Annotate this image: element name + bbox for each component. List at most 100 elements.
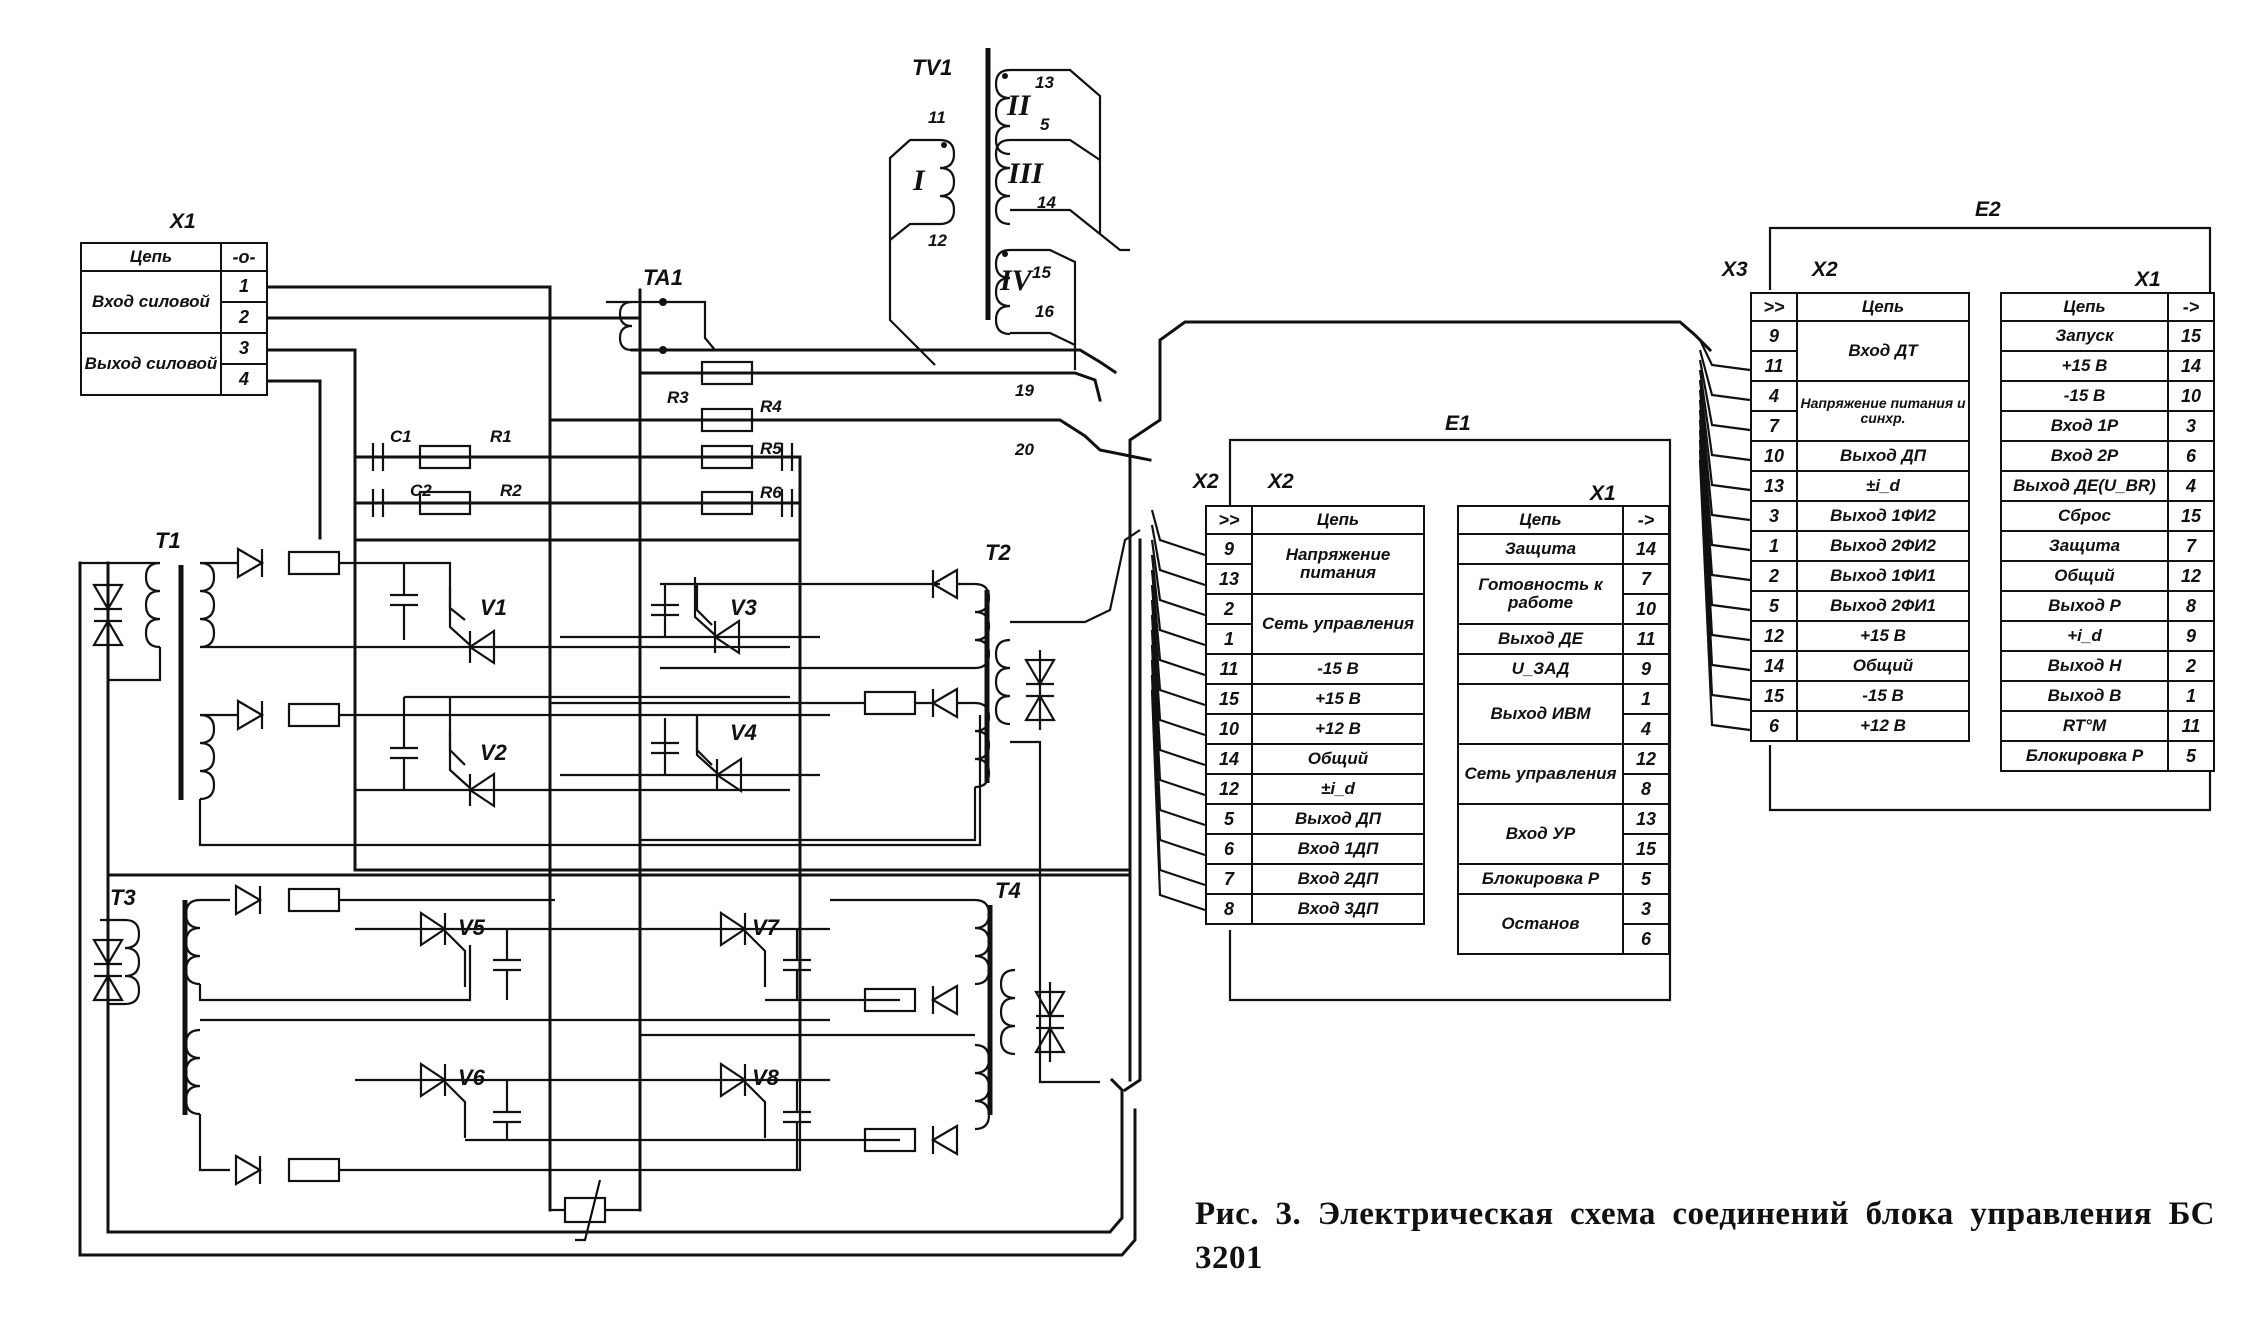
e1-x1-pin: 13 [1622,803,1670,835]
pin-19: 19 [1015,381,1034,400]
e2-x1-signal: Общий [2000,560,2169,592]
e1-enclosure [1228,438,1672,1002]
winding-i: I [912,164,926,197]
e2-x1-pin: 7 [2167,530,2215,562]
e1-label: E1 [1445,412,1471,435]
e2-x2-pin: 10 [1750,440,1798,472]
transformer-tv1 [888,48,1130,370]
e2-x1-signal: -15 В [2000,380,2169,412]
e1-x2-signal: ±i_d [1251,773,1425,805]
pin-14: 14 [1037,193,1056,212]
e1-x1-pin: 6 [1622,923,1670,955]
e1-x1-pin: 12 [1622,743,1670,775]
x1-pin: 4 [220,363,268,396]
label-v8: V8 [752,1065,780,1090]
e2-x1-signal: Вход 2Р [2000,440,2169,472]
e1-x2-header-name: Цепь [1251,505,1425,535]
e2-x1-pin: 4 [2167,470,2215,502]
e1-x2-signal: Общий [1251,743,1425,775]
e1-x2-pin: 8 [1205,893,1253,925]
x1-group-name: Вход силовой [80,270,222,334]
x1-wires [263,285,642,1212]
label-c1: C1 [390,427,412,446]
e2-x2-pin: 3 [1750,500,1798,532]
e2-x1-pin: 10 [2167,380,2215,412]
e2-x1-signal: Выход Р [2000,590,2169,622]
label-r1: R1 [490,427,512,446]
e1-x1-pin: 4 [1622,713,1670,745]
e1-x2-signal: Вход 1ДП [1251,833,1425,865]
e1-x2-pin: 7 [1205,863,1253,895]
e1-x1-header-symbol: -> [1622,505,1670,535]
x1-group-name: Выход силовой [80,332,222,396]
e2-x2-signal: +15 В [1796,620,1970,652]
e2-x2-pin: 5 [1750,590,1798,622]
e1-x2-pin: 12 [1205,773,1253,805]
e2-x1-pin: 15 [2167,500,2215,532]
e2-x1-signal: RT°M [2000,710,2169,742]
winding-ii: II [1006,89,1032,122]
e2-x2-pin: 7 [1750,410,1798,442]
e1-x1-pin: 1 [1622,683,1670,715]
e2-x2-signal: Вход ДТ [1796,320,1970,382]
e1-x1-signal: Вход УР [1457,803,1624,865]
pin-13: 13 [1035,73,1054,92]
e2-x2-pin: 1 [1750,530,1798,562]
e1-x1-pin: 7 [1622,563,1670,595]
e1-x2-signal: -15 В [1251,653,1425,685]
e1-x2-pin: 13 [1205,563,1253,595]
e2-x2-signal: Выход ДП [1796,440,1970,472]
e2-x1-pin: 3 [2167,410,2215,442]
label-r4: R4 [760,397,782,416]
e2-x1-signal: Блокировка Р [2000,740,2169,772]
e2-x1-pin: 11 [2167,710,2215,742]
e1-x1-pin: 14 [1622,533,1670,565]
x1-header-symbol: -o- [220,242,268,272]
e1-x1-pin: 10 [1622,593,1670,625]
x1-header-name: Цепь [80,242,222,272]
pin-16: 16 [1035,302,1054,321]
e1-x2-pin: 2 [1205,593,1253,625]
x1-pin: 1 [220,270,268,303]
label-v7: V7 [752,915,781,940]
e2-x1-pin: 12 [2167,560,2215,592]
e1-x2-header-symbol: >> [1205,505,1253,535]
e1-x2-signal: Сеть управления [1251,593,1425,655]
e1-x2-pin: 11 [1205,653,1253,685]
e1-x2-pin: 6 [1205,833,1253,865]
x1-pin: 2 [220,301,268,334]
e1-x2-signal: Напряжение питания [1251,533,1425,595]
e2-x2-signal: -15 В [1796,680,1970,712]
ta1-network [353,288,1152,1082]
e1-outer-x2-label: X2 [1193,470,1219,493]
e2-x2-signal: Выход 1ФИ2 [1796,500,1970,532]
label-v6: V6 [458,1065,486,1090]
e1-x1-pin: 9 [1622,653,1670,685]
e1-x1-signal: Готовность к работе [1457,563,1624,625]
e1-x2-pin: 9 [1205,533,1253,565]
e1-x1-signal: Выход ДЕ [1457,623,1624,655]
e1-x1-pin: 15 [1622,833,1670,865]
pin-20: 20 [1014,440,1034,459]
e2-x1-signal: Сброс [2000,500,2169,532]
e2-x1-pin: 15 [2167,320,2215,352]
label-v4: V4 [730,720,757,745]
e2-outer-x3-label: X3 [1722,258,1748,281]
winding-iv: IV [999,264,1035,297]
e1-x1-header-name: Цепь [1457,505,1624,535]
e2-x2-pin: 12 [1750,620,1798,652]
e1-x2-pin: 5 [1205,803,1253,835]
thyristor-bridge [78,529,1141,1257]
e2-x2-signal: Выход 2ФИ2 [1796,530,1970,562]
e1-x2-pin: 10 [1205,713,1253,745]
label-t3: T3 [110,885,136,910]
label-t4: T4 [995,878,1021,903]
e2-x2-signal: Выход 2ФИ1 [1796,590,1970,622]
e2-x2-label: X2 [1812,258,1838,281]
winding-iii: III [1007,157,1044,190]
